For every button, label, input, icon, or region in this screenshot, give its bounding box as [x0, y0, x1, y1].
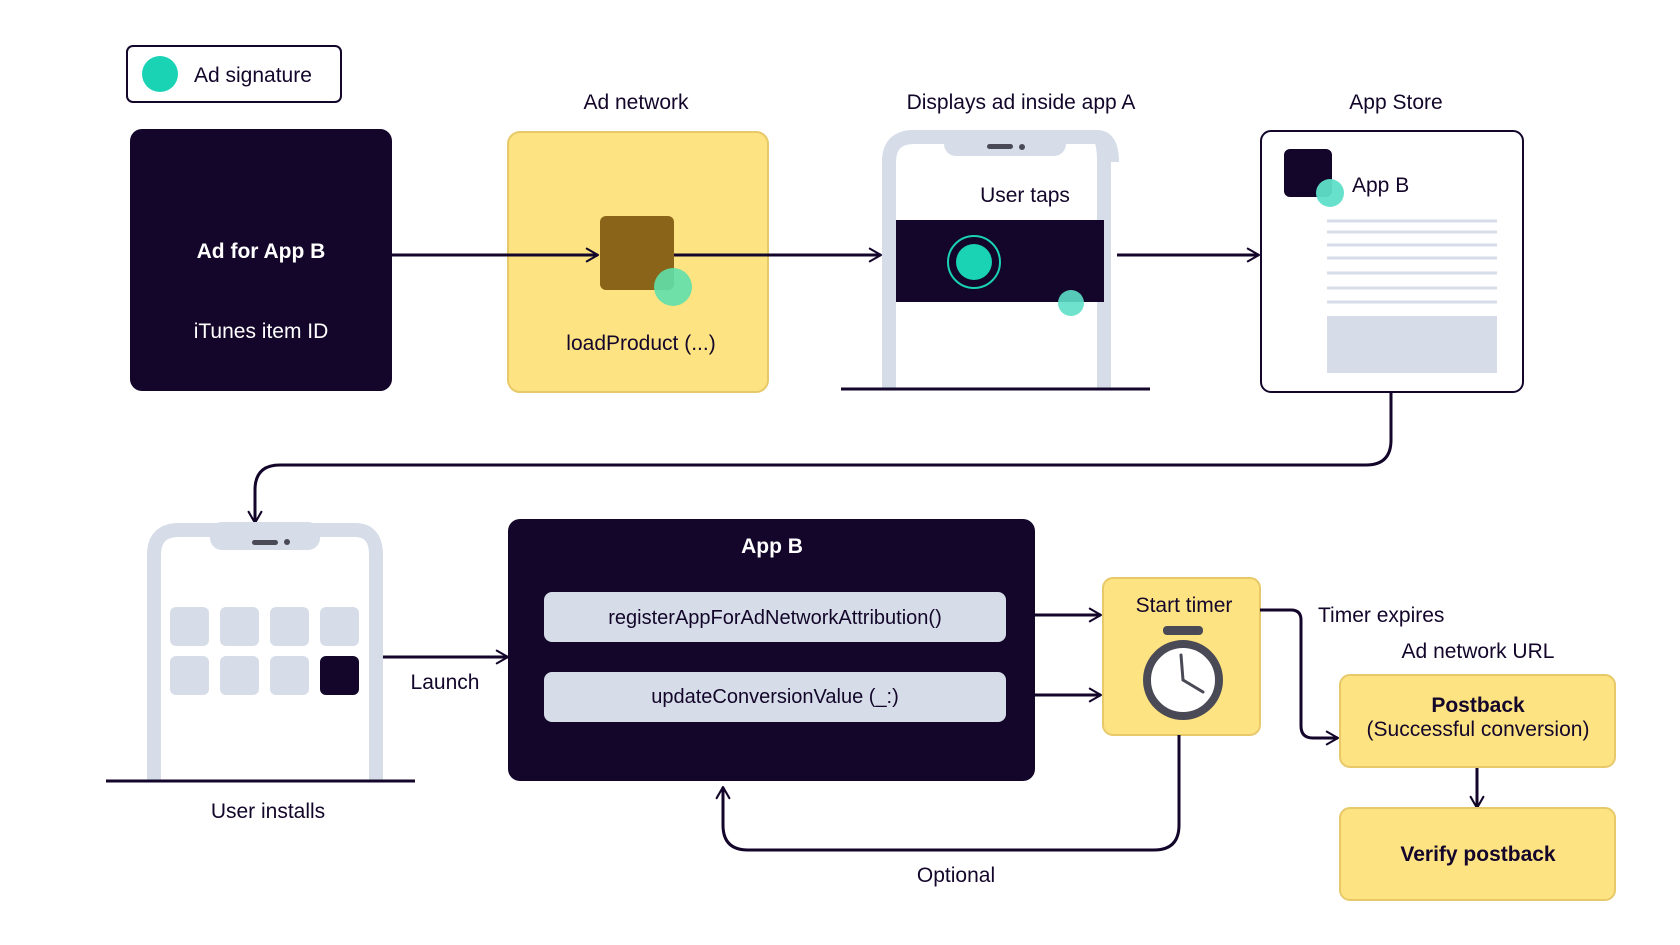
stopwatch-icon — [1143, 626, 1223, 720]
ad-network: Ad network loadProduct (...) — [507, 91, 769, 393]
app-tile — [170, 607, 209, 646]
optional-label: Optional — [917, 864, 995, 887]
phone-speaker — [252, 540, 278, 545]
ad-signature-dot — [1316, 179, 1344, 207]
arrow-timer-to-postback — [1260, 608, 1340, 746]
phone-camera — [284, 539, 290, 545]
app-tile — [270, 607, 309, 646]
app-tile — [220, 607, 259, 646]
arrow-store-to-install — [247, 392, 1393, 525]
phone-notch — [944, 130, 1066, 156]
app-tile — [270, 656, 309, 695]
postback-subtitle: (Successful conversion) — [1367, 718, 1590, 741]
ad-network-url-label: Ad network URL — [1402, 640, 1555, 663]
register-call-box — [544, 592, 1006, 642]
postback: Postback (Successful conversion) — [1339, 674, 1616, 768]
user-taps-label: User taps — [980, 184, 1070, 207]
phone-notch — [210, 522, 320, 550]
tap-point-icon — [956, 244, 992, 280]
phone-speaker — [987, 144, 1013, 149]
app-store-app-name: App B — [1352, 174, 1409, 197]
timer: Start timer — [1102, 577, 1261, 736]
legend: Ad signature — [126, 45, 342, 103]
verify-label: Verify postback — [1400, 843, 1556, 866]
timer-label: Start timer — [1136, 594, 1233, 617]
app-grid — [170, 607, 359, 695]
verify-postback: Verify postback — [1339, 807, 1616, 901]
screenshot-placeholder — [1327, 316, 1497, 373]
display-heading: Displays ad inside app A — [907, 91, 1136, 114]
phone-camera — [1019, 144, 1025, 150]
app-b-box: App B registerAppForAdNetworkAttribution… — [508, 519, 1035, 781]
installed-app-b-tile — [320, 656, 359, 695]
app-tile — [170, 656, 209, 695]
app-tile — [320, 607, 359, 646]
ad-card: Ad for App B iTunes item ID — [130, 129, 392, 391]
legend-box — [126, 45, 342, 103]
description-lines — [1327, 219, 1497, 304]
app-store-heading: App Store — [1349, 91, 1442, 114]
verify-box — [1339, 807, 1616, 901]
ad-product-square — [600, 216, 674, 290]
update-call: updateConversionValue (_:) — [651, 686, 899, 708]
postback-box — [1339, 674, 1616, 768]
postback-title: Postback — [1431, 694, 1525, 717]
app-tile — [220, 656, 259, 695]
register-call: registerAppForAdNetworkAttribution() — [608, 607, 941, 629]
install-phone: User installs — [106, 522, 415, 823]
arrow-optional-loop — [715, 735, 1181, 852]
display-ad-phone: Displays ad inside app A User taps — [841, 91, 1150, 391]
update-call-box — [544, 672, 1006, 722]
ad-signature-dot — [654, 268, 692, 306]
phone-frame — [147, 523, 383, 780]
launch-label: Launch — [411, 671, 480, 694]
tap-ring — [947, 235, 1001, 289]
app-store: App Store App B — [1260, 91, 1524, 393]
app-b-title: App B — [741, 535, 803, 558]
ad-signature-icon — [142, 56, 178, 92]
ad-card-box — [130, 129, 392, 391]
timer-expires-label: Timer expires — [1318, 604, 1444, 627]
ad-card-title: Ad for App B — [197, 240, 326, 263]
load-product-call: loadProduct (...) — [566, 332, 715, 355]
legend-label: Ad signature — [194, 64, 312, 87]
ad-network-heading: Ad network — [583, 91, 689, 114]
user-installs-label: User installs — [211, 800, 325, 823]
ad-card-subtitle: iTunes item ID — [194, 320, 329, 343]
app-b-container — [508, 519, 1035, 781]
ad-signature-dot — [1058, 290, 1084, 316]
